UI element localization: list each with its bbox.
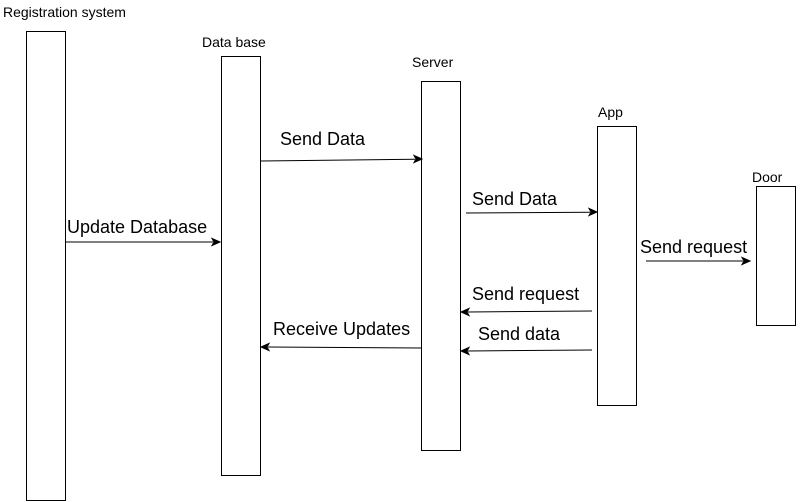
arrowhead-update-database [210, 237, 222, 247]
lifeline-door [756, 186, 796, 326]
message-label-send-request-app-server: Send request [472, 284, 579, 304]
lifeline-server [421, 81, 461, 451]
lifeline-registration [26, 31, 66, 501]
arrowhead-receive-updates [259, 342, 271, 352]
participant-label-app: App [598, 104, 623, 120]
lifeline-app [597, 126, 637, 406]
arrow-send-data-app-server [467, 349, 593, 352]
arrowhead-send-data-app-server [459, 346, 471, 356]
message-label-send-request-app-door: Send request [640, 237, 747, 257]
participant-label-database: Data base [202, 34, 266, 50]
arrowhead-send-request-app-server [459, 307, 471, 317]
arrow-receive-updates [267, 346, 423, 349]
arrowhead-send-request-app-door [740, 256, 752, 266]
message-label-receive-updates: Receive Updates [273, 319, 410, 339]
lifeline-database [221, 56, 261, 476]
message-label-update-database: Update Database [67, 217, 207, 237]
message-label-send-data-server-app: Send Data [472, 189, 558, 209]
message-label-send-data-db-server: Send Data [280, 129, 366, 149]
message-label-send-data-app-server: Send data [478, 324, 561, 344]
arrow-send-data-db-server [260, 158, 416, 162]
arrow-send-request-app-server [467, 310, 593, 313]
arrowhead-send-data-db-server [412, 154, 424, 164]
participant-label-registration: Registration system [3, 4, 126, 20]
arrowhead-send-data-server-app [587, 207, 599, 217]
participant-label-server: Server [412, 54, 454, 70]
arrow-send-data-server-app [465, 211, 591, 214]
participant-label-door: Door [752, 169, 783, 185]
